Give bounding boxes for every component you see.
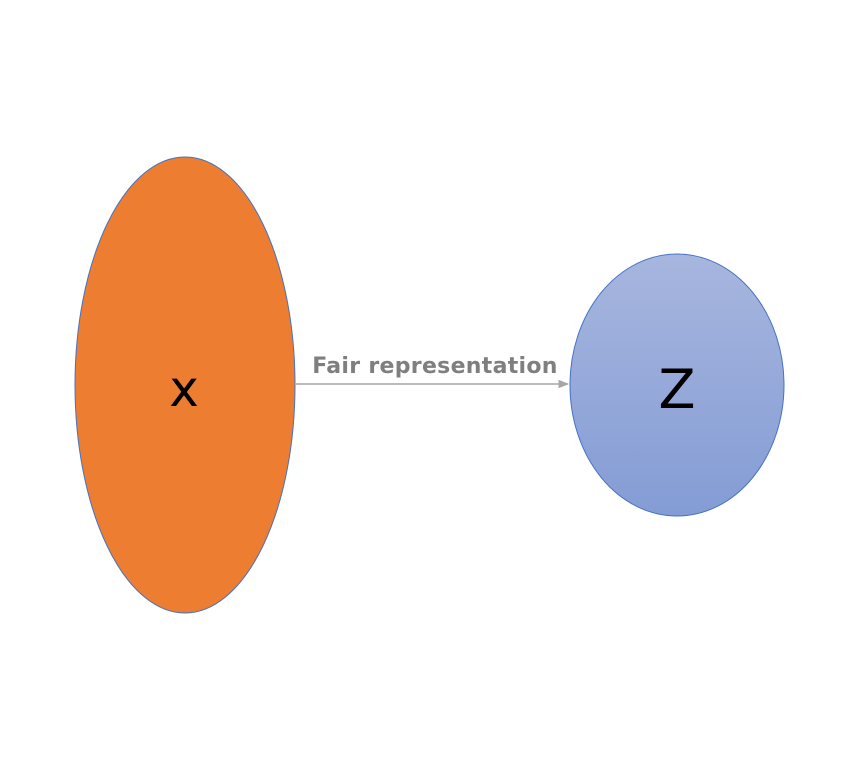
edge-label: Fair representation xyxy=(312,354,558,379)
node-x: x xyxy=(74,156,296,614)
edge-fair-representation: Fair representation xyxy=(296,354,570,389)
node-z-shape xyxy=(569,253,785,517)
node-z: Z xyxy=(569,253,785,517)
node-x-shape xyxy=(74,156,296,614)
node-x-label: x xyxy=(169,360,199,418)
node-z-label: Z xyxy=(659,358,696,421)
